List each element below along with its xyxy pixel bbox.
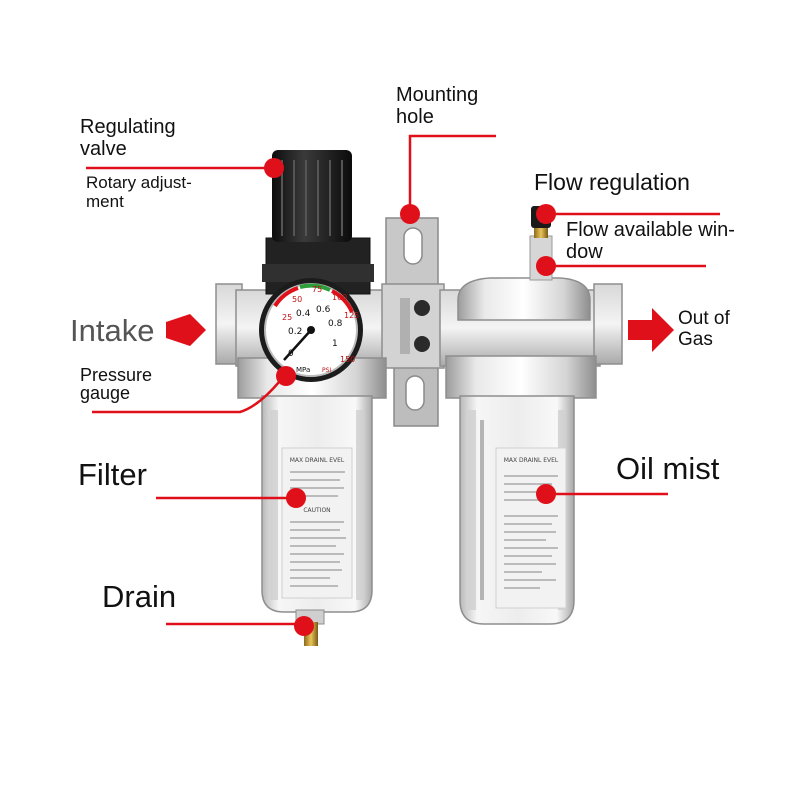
label-pressure-gauge: Pressure gauge: [80, 366, 152, 402]
outlet-arrow: [628, 308, 674, 352]
mounting-bracket: [385, 217, 439, 427]
callout-dot-pressure-gauge: [276, 366, 296, 386]
label-pressure-gauge-line2: gauge: [80, 383, 131, 403]
gauge-unit-psi: PSI: [322, 367, 331, 374]
callout-line-mounting-hole: [408, 134, 496, 212]
gauge-outer-75: 75: [312, 285, 322, 294]
callout-dot-regulating-valve: [264, 158, 284, 178]
label-intake: Intake: [70, 313, 155, 348]
label-filter: Filter: [78, 457, 147, 492]
gauge-unit-mpa: MPa: [296, 366, 310, 374]
lubricator-collar: [445, 355, 597, 399]
label-flow-window-line1: Flow available win-: [566, 219, 735, 241]
connector-bolt-top: [414, 300, 430, 316]
callout-dot-flow-window: [536, 256, 556, 276]
callout-lines: [86, 134, 720, 626]
intake-arrow: [166, 314, 206, 346]
filter-bowl: MAX DRAINL EVEL CAUTION: [261, 395, 373, 646]
gauge-outer-25: 25: [282, 313, 292, 322]
label-out-of-gas-line1: Out of: [678, 308, 730, 329]
label-regulating-valve: Regulating valve: [80, 116, 176, 161]
oil-mist-bowl: MAX DRAINL EVEL: [459, 395, 575, 625]
pressure-gauge: 25 50 75 100 125 150 0 0.2 0.4 0.6 0.8 1…: [259, 278, 363, 382]
label-flow-window-line2: dow: [566, 241, 603, 264]
label-flow-regulation: Flow regulation: [534, 169, 690, 195]
mounting-slot-bottom: [405, 375, 425, 411]
label-mounting-hole: Mounting hole: [396, 84, 478, 129]
label-out-of-gas: Out of Gas: [678, 308, 730, 351]
label-oil-mist: Oil mist: [616, 451, 720, 486]
gauge-outer-50: 50: [292, 295, 302, 304]
callout-dot-filter: [286, 488, 306, 508]
callout-dot-oil-mist: [536, 484, 556, 504]
label-drain: Drain: [102, 579, 177, 614]
gauge-tick-0.8: 0.8: [328, 319, 343, 329]
gauge-outer-125: 125: [344, 311, 359, 320]
label-out-of-gas-line2: Gas: [678, 329, 713, 351]
gauge-tick-0.6: 0.6: [316, 305, 331, 315]
label-regulating-valve-line2: valve: [80, 138, 127, 161]
gauge-outer-150: 150: [340, 355, 355, 364]
label-mounting-hole-line2: hole: [396, 106, 434, 129]
gauge-needle: [283, 329, 312, 361]
label-rotary-adjustment-line2: ment: [86, 192, 124, 212]
connector-bolt-bottom: [414, 336, 430, 352]
gauge-outer-100: 100: [332, 293, 347, 302]
label-mounting-hole-line1: Mounting: [396, 84, 479, 106]
label-rotary-adjustment: Rotary adjust- ment: [86, 173, 192, 211]
callout-dot-mounting-hole: [400, 204, 420, 224]
label-regulating-valve-line1: Regulating: [80, 116, 176, 138]
mounting-slot-top: [403, 227, 423, 265]
oil-bowl-title: MAX DRAINL EVEL: [504, 457, 559, 464]
label-flow-window: Flow available win- dow: [566, 219, 735, 264]
gauge-tick-0.4: 0.4: [296, 309, 311, 319]
gauge-tick-1: 1: [332, 339, 338, 349]
filter-bowl-caution: CAUTION: [303, 507, 330, 514]
regulator-knob: [262, 150, 374, 295]
gauge-tick-0.2: 0.2: [288, 327, 302, 337]
label-pressure-gauge-line1: Pressure: [80, 365, 153, 385]
callout-dot-flow-regulation: [536, 204, 556, 224]
label-rotary-adjustment-line1: Rotary adjust-: [86, 173, 192, 192]
filter-bowl-title: MAX DRAINL EVEL: [290, 457, 345, 464]
callout-dots: [264, 158, 556, 636]
callout-dot-drain: [294, 616, 314, 636]
